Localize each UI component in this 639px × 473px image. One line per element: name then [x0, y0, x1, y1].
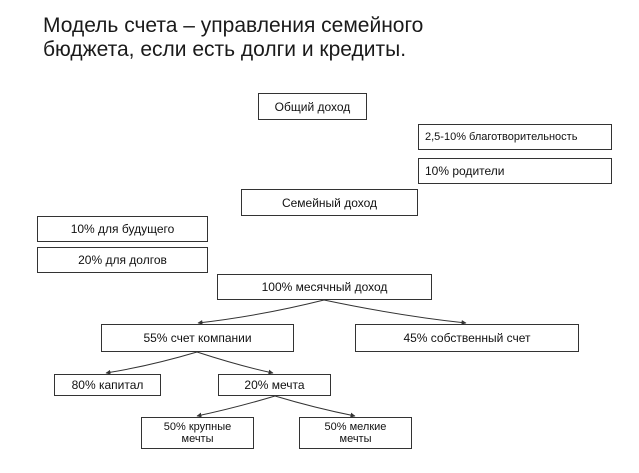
node-parents: 10% родители	[418, 158, 612, 184]
node-charity-label: 2,5-10% благотворительность	[425, 131, 578, 143]
node-own-account-label: 45% собственный счет	[403, 331, 531, 345]
node-capital-label: 80% капитал	[71, 378, 144, 392]
node-dream-label: 20% мечта	[244, 378, 305, 392]
node-big-dreams: 50% крупные мечты	[141, 417, 254, 449]
arrow-dream-to-big	[196, 395, 276, 418]
node-family-income-label: Семейный доход	[281, 195, 378, 210]
node-company-account: 55% счет компании	[101, 324, 294, 352]
node-company-account-label: 55% счет компании	[143, 331, 252, 345]
diagram-title: Модель счета – управления семейного бюдж…	[43, 14, 603, 62]
title-line-1: Модель счета – управления семейного	[43, 14, 424, 37]
arrow-monthly-to-own	[323, 299, 467, 326]
node-total-income-label: Общий доход	[274, 99, 351, 114]
node-debts-label: 20% для долгов	[78, 253, 167, 267]
node-parents-label: 10% родители	[425, 164, 505, 178]
node-big-dreams-line-1: 50% крупные	[163, 421, 232, 433]
node-capital: 80% капитал	[54, 374, 161, 396]
node-small-dreams-line-2: мечты	[339, 433, 372, 445]
arrow-company-to-capital	[105, 351, 198, 375]
node-monthly-income: 100% месячный доход	[217, 274, 432, 300]
arrow-monthly-to-company	[197, 299, 325, 325]
node-total-income: Общий доход	[258, 93, 367, 120]
node-debts: 20% для долгов	[37, 247, 208, 273]
arrow-company-to-dream	[196, 351, 274, 375]
node-monthly-income-label: 100% месячный доход	[261, 280, 388, 294]
node-charity: 2,5-10% благотворительность	[418, 124, 612, 150]
title-line-2: бюджета, если есть долги и кредиты.	[43, 38, 407, 61]
node-own-account: 45% собственный счет	[355, 324, 579, 352]
node-future: 10% для будущего	[37, 216, 208, 242]
node-family-income: Семейный доход	[241, 189, 418, 216]
arrow-dream-to-small	[274, 395, 356, 418]
node-dream: 20% мечта	[218, 374, 331, 396]
node-small-dreams-line-1: 50% мелкие	[324, 421, 387, 433]
node-future-label: 10% для будущего	[70, 222, 175, 236]
node-small-dreams: 50% мелкие мечты	[299, 417, 412, 449]
node-big-dreams-line-2: мечты	[181, 433, 214, 445]
